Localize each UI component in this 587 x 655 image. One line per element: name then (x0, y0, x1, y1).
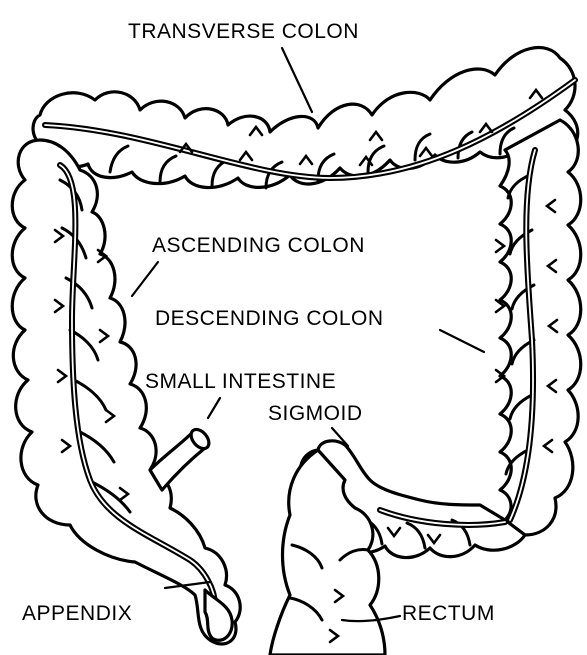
transverse-colon (33, 48, 578, 188)
descending-colon-outline (500, 120, 581, 535)
label-ascending-colon: ASCENDING COLON (152, 234, 365, 257)
small-intestine (150, 426, 212, 490)
transverse-colon-leader (282, 48, 312, 112)
transverse-colon-outline (33, 48, 578, 188)
label-appendix: APPENDIX (22, 602, 132, 625)
label-transverse-colon: TRANSVERSE COLON (128, 20, 359, 43)
label-descending-colon: DESCENDING COLON (155, 307, 384, 330)
ascending-colon-leader (132, 262, 158, 296)
label-rectum: RECTUM (402, 602, 495, 625)
descending-colon-leader (440, 330, 484, 352)
label-sigmoid: SIGMOID (268, 402, 363, 425)
label-small-intestine: SMALL INTESTINE (145, 370, 336, 393)
descending-colon (496, 120, 581, 535)
small-intestine-leader (208, 398, 220, 418)
